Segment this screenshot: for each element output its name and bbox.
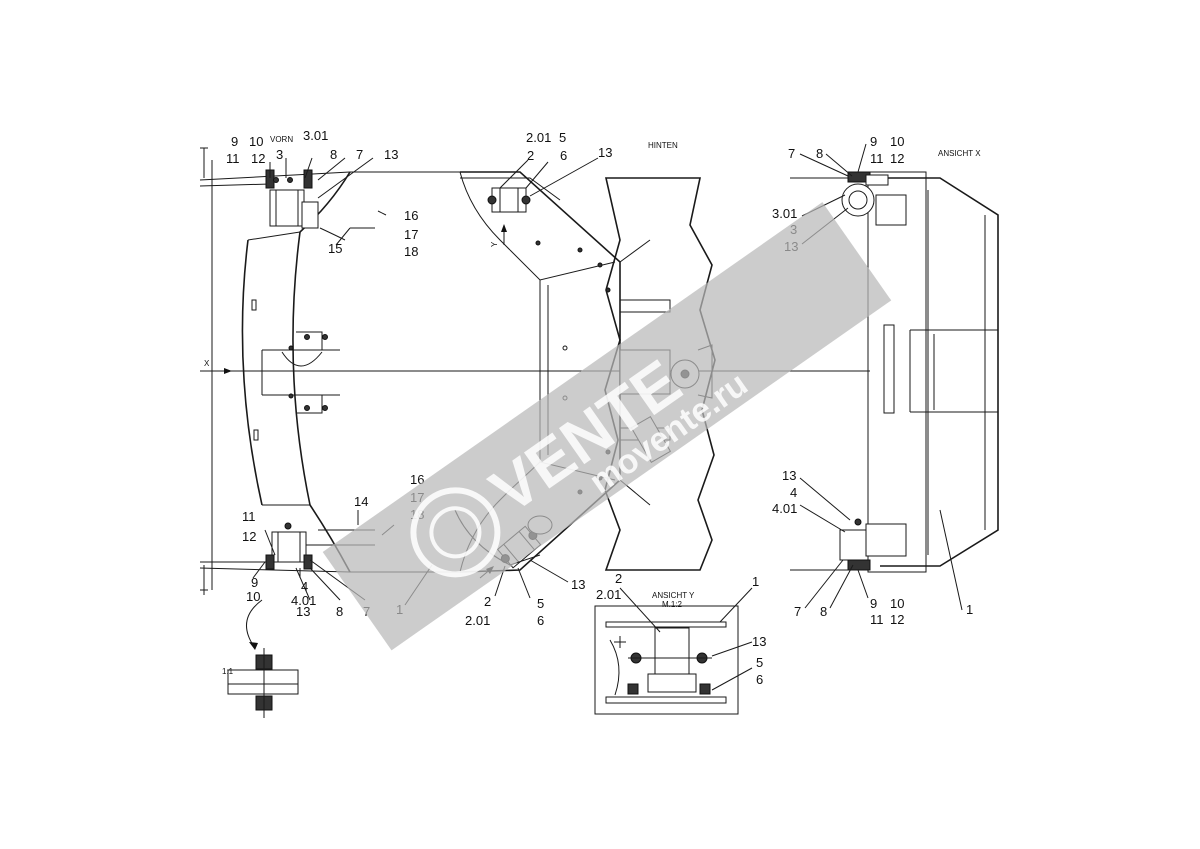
callout-rx-3.01: 3.01 bbox=[772, 206, 797, 221]
callout-rx-9: 9 bbox=[870, 134, 877, 149]
callout-labels: 9 10 11 12 VORN 3.01 3 8 7 13 16 17 18 1… bbox=[226, 128, 981, 687]
watermark-band bbox=[322, 202, 892, 651]
side-view-frame bbox=[867, 171, 927, 573]
callout-bc-2: 2 bbox=[484, 594, 491, 609]
callout-ry-1: 1 bbox=[752, 574, 759, 589]
callout-rxb-4.01: 4.01 bbox=[772, 501, 797, 516]
view-y-scale: M.1:2 bbox=[662, 600, 683, 609]
view-x-arrow-icon bbox=[224, 368, 232, 374]
callout-ry-5: 5 bbox=[756, 655, 763, 670]
callout-tl-3.01: 3.01 bbox=[303, 128, 328, 143]
callout-rxb-12: 12 bbox=[890, 612, 904, 627]
watermark-logo-icon bbox=[410, 487, 501, 578]
mount-top-center bbox=[491, 187, 527, 213]
view-y-title: ANSICHT Y bbox=[652, 591, 695, 600]
callout-tc-2: 2 bbox=[527, 148, 534, 163]
callout-bl-9: 9 bbox=[251, 575, 258, 590]
callout-tl-3: 3 bbox=[276, 147, 283, 162]
bracket-bottom-left bbox=[271, 531, 307, 563]
callout-tl-10: 10 bbox=[249, 134, 263, 149]
callout-bl-16: 16 bbox=[410, 472, 424, 487]
callout-tl-9: 9 bbox=[231, 134, 238, 149]
callout-bl-11: 11 bbox=[242, 509, 256, 524]
callout-tc-6: 6 bbox=[560, 148, 567, 163]
callout-tl-15: 15 bbox=[328, 241, 342, 256]
watermark: VENTE movente.ru bbox=[322, 202, 892, 651]
callout-ry-6: 6 bbox=[756, 672, 763, 687]
callout-tl-12: 12 bbox=[251, 151, 265, 166]
callout-bl-4: 4 bbox=[301, 579, 308, 594]
callout-ry-2: 2 bbox=[615, 571, 622, 586]
callout-bl-8: 8 bbox=[336, 604, 343, 619]
callout-rxb-4: 4 bbox=[790, 485, 797, 500]
arrow-x-label: X bbox=[204, 359, 210, 368]
callout-bc-2.01: 2.01 bbox=[465, 613, 490, 628]
callout-tc-13: 13 bbox=[598, 145, 612, 160]
view-front-label: VORN bbox=[270, 135, 293, 144]
front-plate-outer bbox=[241, 239, 263, 506]
callout-bl-13: 13 bbox=[296, 604, 310, 619]
callout-ry-2.01: 2.01 bbox=[596, 587, 621, 602]
callout-rx-12: 12 bbox=[890, 151, 904, 166]
callout-bl-10: 10 bbox=[246, 589, 260, 604]
view-y-inset: ANSICHT Y M.1:2 bbox=[594, 587, 753, 715]
callout-ry-13: 13 bbox=[752, 634, 766, 649]
callout-tl-8: 8 bbox=[330, 147, 337, 162]
callout-tl-13: 13 bbox=[384, 147, 398, 162]
arrow-y-label: Y bbox=[490, 241, 499, 247]
callout-tl-18: 18 bbox=[404, 244, 418, 259]
callout-rx-8: 8 bbox=[816, 146, 823, 161]
callout-rxb-11: 11 bbox=[870, 612, 884, 627]
side-view-body bbox=[880, 177, 999, 567]
detail-view-1-1: 1:1 bbox=[222, 599, 299, 718]
view-y-arrow-icon bbox=[501, 224, 507, 232]
callout-rxb-13: 13 bbox=[782, 468, 796, 483]
callout-tl-16: 16 bbox=[404, 208, 418, 223]
view-x-title: ANSICHT X bbox=[938, 149, 981, 158]
callout-rxb-10: 10 bbox=[890, 596, 904, 611]
side-mount-bottom bbox=[839, 529, 869, 561]
callout-bl-12: 12 bbox=[242, 529, 256, 544]
callout-rx-1: 1 bbox=[966, 602, 973, 617]
callout-bc-13: 13 bbox=[571, 577, 585, 592]
callout-rxb-7: 7 bbox=[794, 604, 801, 619]
view-rear-label: HINTEN bbox=[648, 141, 678, 150]
callout-bc-6: 6 bbox=[537, 613, 544, 628]
callout-bl-4.01: 4.01 bbox=[291, 593, 316, 608]
detail-scale-label: 1:1 bbox=[222, 667, 234, 676]
front-plate-inner bbox=[292, 231, 311, 506]
callout-rxb-9: 9 bbox=[870, 596, 877, 611]
callout-tc-5: 5 bbox=[559, 130, 566, 145]
callout-rx-7: 7 bbox=[788, 146, 795, 161]
callout-tl-11: 11 bbox=[226, 151, 240, 166]
callout-rxb-8: 8 bbox=[820, 604, 827, 619]
callout-tc-2.01: 2.01 bbox=[526, 130, 551, 145]
callout-rx-10: 10 bbox=[890, 134, 904, 149]
callout-bl-14: 14 bbox=[354, 494, 368, 509]
callout-bc-5: 5 bbox=[537, 596, 544, 611]
callout-tl-17: 17 bbox=[404, 227, 418, 242]
side-view-x bbox=[790, 143, 999, 611]
callout-rx-11: 11 bbox=[870, 151, 884, 166]
callout-tl-7: 7 bbox=[356, 147, 363, 162]
bracket-top-left bbox=[269, 189, 305, 227]
